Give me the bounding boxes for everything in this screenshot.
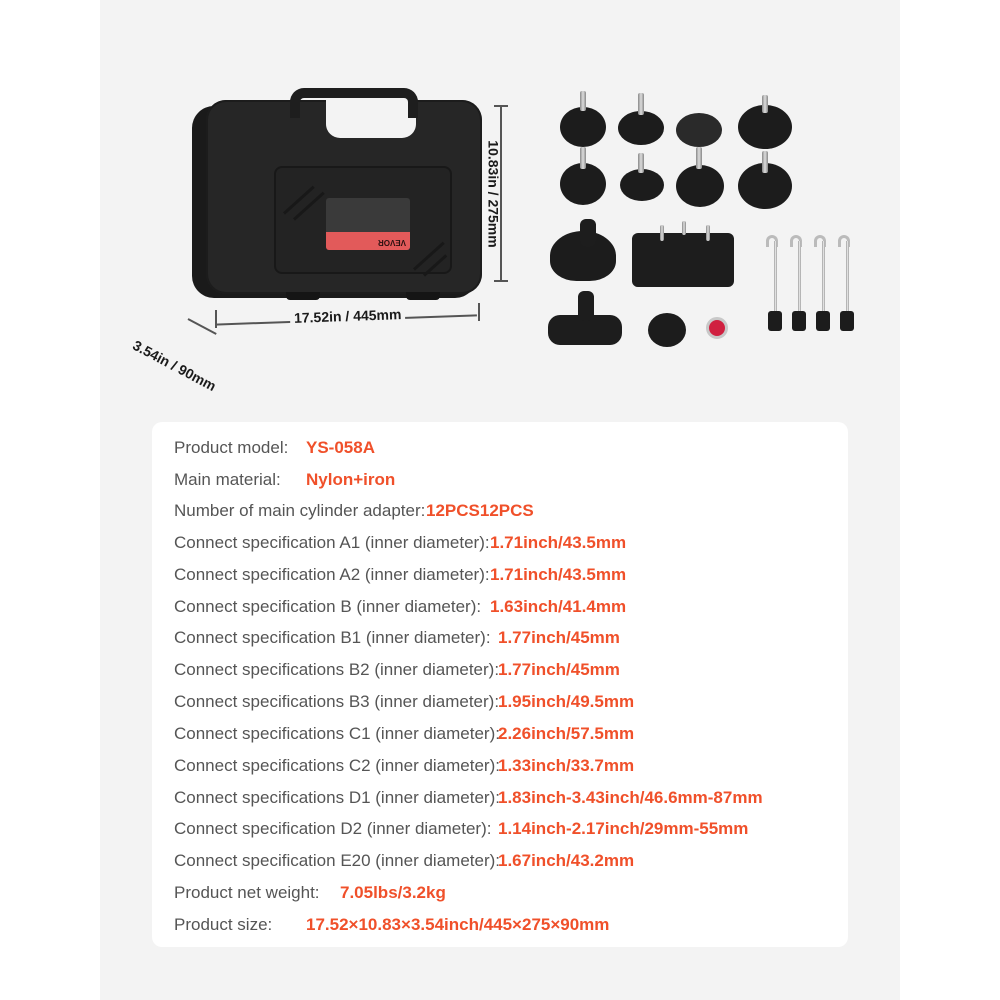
hook-rod [774, 241, 777, 313]
adapter-cap [620, 169, 664, 201]
spec-value: 1.67inch/43.2mm [498, 851, 635, 870]
spec-value: 1.77inch/45mm [498, 628, 620, 647]
spec-row-product-model: Product model: YS-058A [174, 436, 375, 460]
spec-row-adapter-count: Number of main cylinder adapter: 12PCS12… [174, 499, 534, 523]
adapter-cap [676, 165, 724, 207]
brand-label: VEVOR [377, 238, 406, 247]
spec-label: Number of main cylinder adapter: [174, 501, 426, 520]
spec-label: Connect specification E20 (inner diamete… [174, 851, 500, 870]
case-embossed-panel [274, 166, 452, 274]
spec-row-product-size: Product size: 17.52×10.83×3.54inch/445×2… [174, 913, 609, 937]
adapter-parts-image [540, 85, 854, 355]
spec-row-b: Connect specification B (inner diameter)… [174, 595, 626, 619]
spec-label: Connect specification D2 (inner diameter… [174, 819, 492, 838]
spec-value: 2.26inch/57.5mm [498, 724, 635, 743]
spec-label: Connect specifications B3 (inner diamete… [174, 692, 500, 711]
hook-rod [798, 241, 801, 313]
case-handle [290, 88, 418, 118]
spec-value: 1.77inch/45mm [498, 660, 620, 679]
adapter-nozzle [762, 151, 768, 173]
spec-label: Product size: [174, 915, 273, 934]
spec-row-a2: Connect specification A2 (inner diameter… [174, 563, 626, 587]
specifications-card: Product model: YS-058A Main material: Ny… [152, 422, 848, 947]
adapter-nozzle [696, 147, 702, 169]
plate-nozzle [706, 225, 710, 241]
case-label-sticker: VEVOR [326, 198, 410, 250]
spec-row-d2: Connect specification D2 (inner diameter… [174, 817, 748, 841]
spec-row-main-material: Main material: Nylon+iron [174, 468, 395, 492]
spec-value: 12PCS12PCS [426, 501, 534, 520]
spec-value: 7.05lbs/3.2kg [340, 883, 446, 902]
spec-label: Main material: [174, 470, 281, 489]
height-dimension-label: 10.83in / 275mm [485, 140, 502, 248]
plate-nozzle [682, 221, 686, 235]
spec-row-d1: Connect specifications D1 (inner diamete… [174, 786, 763, 810]
height-dimension-cap-bottom [494, 280, 508, 282]
spec-row-c1: Connect specifications C1 (inner diamete… [174, 722, 634, 746]
adapter-cap [648, 313, 686, 347]
height-dimension-cap-top [494, 105, 508, 107]
adapter-coupler [578, 291, 594, 321]
spec-value: YS-058A [306, 438, 375, 457]
hook-foot [840, 311, 854, 331]
spec-label: Connect specification B1 (inner diameter… [174, 628, 491, 647]
spec-row-b3: Connect specifications B3 (inner diamete… [174, 690, 634, 714]
adapter-coupler [580, 219, 596, 247]
hook-rod [846, 241, 849, 313]
spec-label: Connect specifications C1 (inner diamete… [174, 724, 500, 743]
width-dimension-cap-left [215, 310, 217, 328]
spec-label: Connect specification A2 (inner diameter… [174, 565, 490, 584]
hook-rod [822, 241, 825, 313]
spec-value: 1.14inch-2.17inch/29mm-55mm [498, 819, 749, 838]
spec-value: 17.52×10.83×3.54inch/445×275×90mm [306, 915, 610, 934]
adapter-plate [632, 233, 734, 287]
height-dimension-line [500, 106, 502, 281]
adapter-nozzle [762, 95, 768, 113]
red-radiator-cap [706, 317, 728, 339]
plate-nozzle [660, 225, 664, 241]
spec-label: Connect specification B (inner diameter)… [174, 597, 482, 616]
spec-label: Product net weight: [174, 883, 320, 902]
carrying-case-image: VEVOR [192, 88, 482, 300]
spec-value: 1.33inch/33.7mm [498, 756, 635, 775]
spec-value: 1.95inch/49.5mm [498, 692, 635, 711]
hook-foot [792, 311, 806, 331]
spec-label: Product model: [174, 438, 289, 457]
spec-row-e20: Connect specification E20 (inner diamete… [174, 849, 634, 873]
hook-foot [768, 311, 782, 331]
spec-row-b2: Connect specifications B2 (inner diamete… [174, 658, 620, 682]
case-front-shell: VEVOR [206, 100, 482, 300]
adapter-cap [618, 111, 664, 145]
spec-label: Connect specifications C2 (inner diamete… [174, 756, 500, 775]
hook-foot [816, 311, 830, 331]
adapter-nozzle [638, 153, 644, 173]
spec-row-b1: Connect specification B1 (inner diameter… [174, 626, 620, 650]
case-handle-cutout [326, 100, 416, 138]
spec-value: 1.63inch/41.4mm [490, 597, 627, 616]
adapter-nozzle [580, 147, 586, 169]
adapter-cap [560, 107, 606, 147]
spec-label: Connect specification A1 (inner diameter… [174, 533, 490, 552]
spec-label: Connect specifications B2 (inner diamete… [174, 660, 500, 679]
spec-row-a1: Connect specification A1 (inner diameter… [174, 531, 626, 555]
case-label-red-band [326, 232, 410, 250]
spec-row-c2: Connect specifications C2 (inner diamete… [174, 754, 634, 778]
case-foot [406, 292, 440, 300]
spec-value: 1.83inch-3.43inch/46.6mm-87mm [498, 788, 763, 807]
spec-row-net-weight: Product net weight: 7.05lbs/3.2kg [174, 881, 446, 905]
adapter-nozzle [580, 91, 586, 111]
case-foot [286, 292, 320, 300]
width-dimension-cap-right [478, 303, 480, 321]
adapter-cap [676, 113, 722, 147]
adapter-nozzle [638, 93, 644, 115]
adapter-cap [560, 163, 606, 205]
spec-value: 1.71inch/43.5mm [490, 565, 627, 584]
spec-value: Nylon+iron [306, 470, 396, 489]
spec-label: Connect specifications D1 (inner diamete… [174, 788, 500, 807]
spec-value: 1.71inch/43.5mm [490, 533, 627, 552]
